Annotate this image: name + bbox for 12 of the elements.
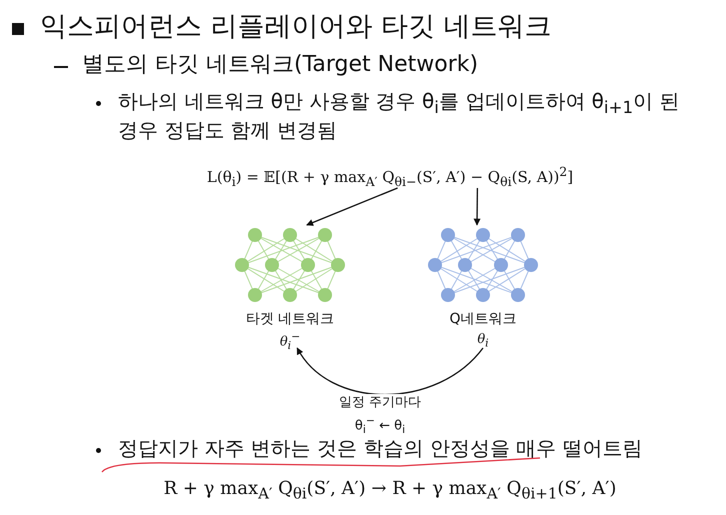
network-label: Q네트워크 — [449, 311, 517, 328]
loss-formula: L(θ$_{i}$) = 𝔼[(R + γ max$_{A′}$ Q$_{θi−}$(S′, A′) − Q$_{θi}$(S, A))$^{2}$] — [206, 163, 574, 191]
formula: R + γ max$_{A′}$ Q$_{θi}$(S′, A′) → R + γ max$_{A′}$ Q$_{θi+1}$(S′, A′) — [162, 478, 618, 503]
parameter-label: θ$_{i}$ — [477, 331, 489, 352]
slide-title: 익스피어런스 리플레이어와 타깃 네트워크 — [40, 10, 552, 44]
arrow — [296, 347, 484, 396]
network-label: 타겟 네트워크 — [246, 311, 334, 328]
bullet-text: 별도의 타깃 네트워크(Target Network) — [82, 52, 480, 78]
arrow — [306, 187, 398, 226]
bullet-text: 정답지가 자주 변하는 것은 학습의 안정성을 매우 떨어트림 — [118, 436, 644, 460]
arrow — [474, 188, 481, 226]
bullet-text: 하나의 네트워크 θ만 사용할 경우 θ$_{i}$를 업데이트하여 θ$_{i+1}$이 된 경우 정답도 함께 변경됨 — [118, 89, 680, 142]
